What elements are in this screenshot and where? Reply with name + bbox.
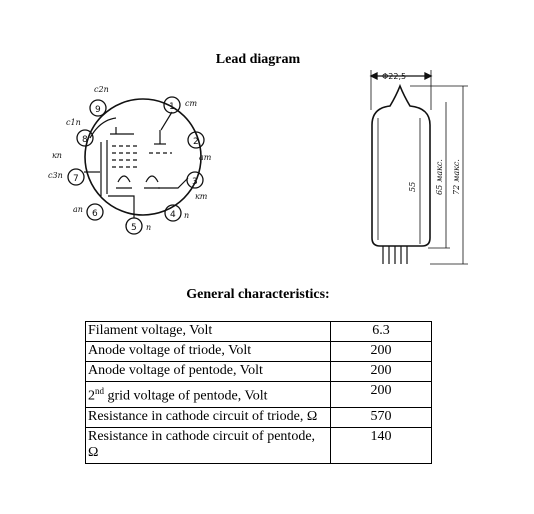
electrode-label: aт (199, 153, 212, 162)
electrode-label: п (146, 223, 151, 232)
param-value: 200 (330, 381, 432, 408)
param-name: Resistance in cathode circuit of pentode… (85, 426, 331, 464)
param-name: Anode voltage of triode, Volt (85, 341, 331, 362)
electrode-label: c3п (48, 171, 63, 180)
electrode-label: cт (185, 99, 197, 108)
electrode-structure (84, 111, 189, 218)
table-row: 2nd grid voltage of pentode, Volt 200 (85, 381, 432, 408)
param-name: Anode voltage of pentode, Volt (85, 361, 331, 382)
pin-label: 5 (131, 223, 137, 233)
pin-label: 8 (82, 135, 88, 145)
pin-label: 7 (73, 174, 79, 184)
max-height-label-2: 72 макс. (452, 159, 461, 195)
pin-label: 9 (95, 105, 101, 115)
general-characteristics-title: General characteristics: (186, 287, 330, 302)
body-height-label: 55 (408, 182, 417, 192)
pin-label: 1 (169, 102, 175, 112)
pin-label: 6 (92, 209, 98, 219)
electrode-label: c2п (94, 85, 109, 94)
electrode-label: кп (52, 151, 62, 160)
param-name: Filament voltage, Volt (85, 321, 331, 342)
tube-leads (382, 246, 408, 264)
param-value: 200 (330, 361, 432, 382)
param-name: 2nd grid voltage of pentode, Volt (85, 381, 331, 408)
param-name: Resistance in cathode circuit of triode,… (85, 406, 331, 428)
envelope-circle (84, 98, 202, 216)
electrode-label: кт (195, 192, 208, 201)
pin-label: 2 (193, 137, 199, 147)
pin-circles (67, 96, 205, 235)
table-row: Resistance in cathode circuit of pentode… (85, 426, 432, 464)
param-value: 200 (330, 341, 432, 362)
table-row: Anode voltage of triode, Volt 200 (85, 341, 432, 362)
param-name-prefix: 2 (88, 388, 95, 404)
electrode-label: п (184, 211, 189, 220)
diameter-label: Φ22,5 (382, 72, 406, 81)
param-value: 6.3 (330, 321, 432, 342)
param-value: 140 (330, 426, 432, 464)
lead-diagram-title: Lead diagram (215, 52, 301, 67)
table-row: Filament voltage, Volt 6.3 (85, 321, 432, 342)
characteristics-table: Filament voltage, Volt 6.3 Anode voltage… (85, 321, 432, 464)
param-name-suffix: grid voltage of pentode, Volt (104, 388, 268, 404)
table-row: Anode voltage of pentode, Volt 200 (85, 361, 432, 382)
pin-label: 4 (170, 210, 176, 220)
pin-label: 3 (192, 177, 198, 187)
table-row: Resistance in cathode circuit of triode,… (85, 406, 432, 428)
superscript: nd (95, 386, 104, 396)
param-value: 570 (330, 406, 432, 428)
max-height-label-1: 65 макс. (435, 159, 444, 195)
electrode-label: c1п (66, 118, 81, 127)
electrode-label: aп (73, 205, 83, 214)
tube-body (371, 83, 431, 247)
